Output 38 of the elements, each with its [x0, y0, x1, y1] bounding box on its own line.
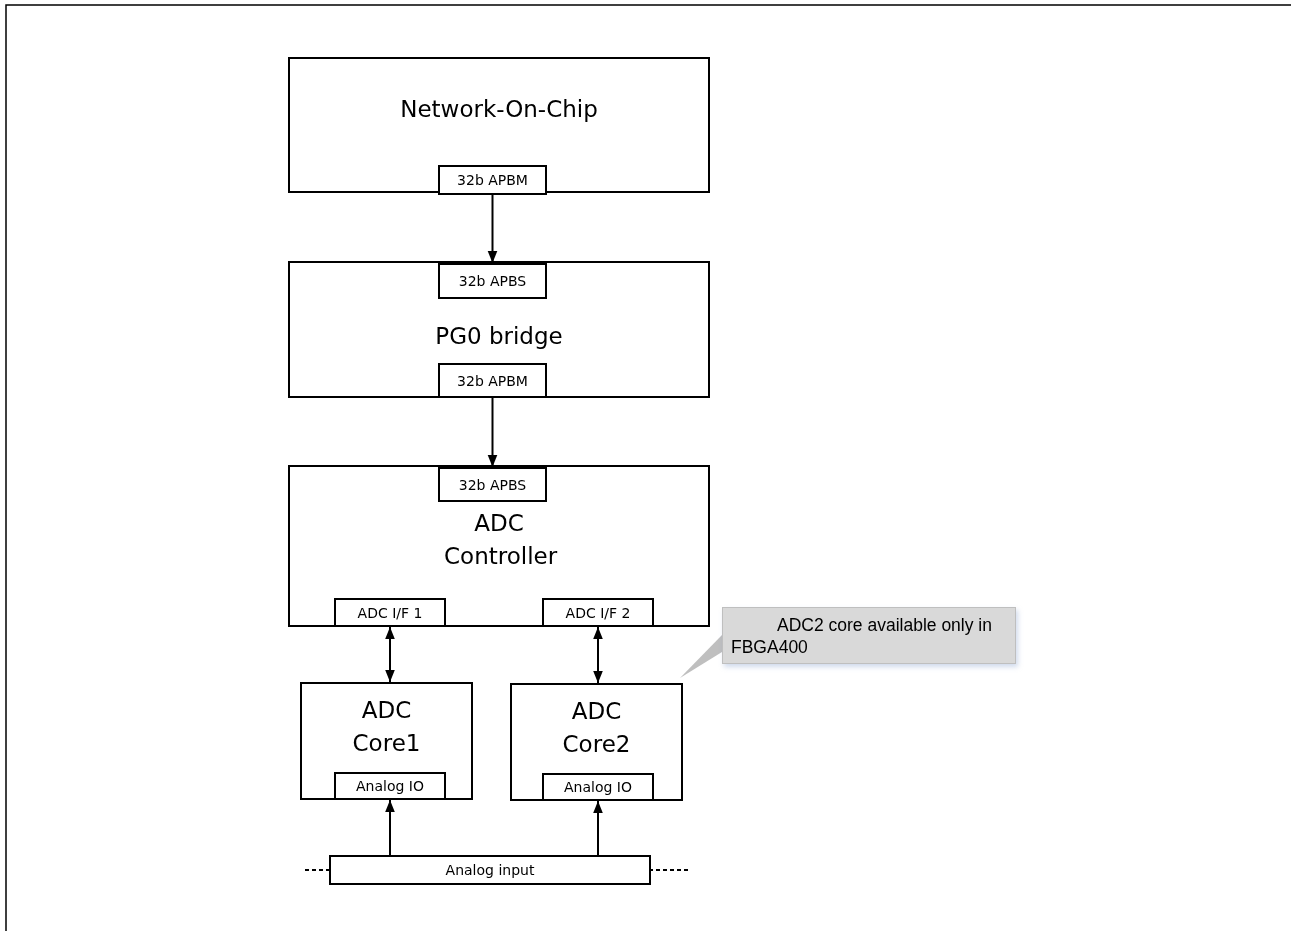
block-label: ADC I/F 2	[565, 604, 631, 621]
block-label: PG0 bridge	[434, 322, 564, 351]
block-label: 32b APBS	[458, 273, 527, 289]
arrow	[487, 397, 498, 468]
block-label: Network-On-Chip	[399, 95, 599, 124]
port-box	[438, 165, 547, 195]
block-label: Analog IO	[356, 778, 424, 794]
block-box	[288, 57, 710, 193]
block-box	[288, 465, 710, 627]
block-label: Analog IO	[564, 779, 632, 795]
block-label: 32b APBM	[457, 372, 528, 389]
block-label: ADC I/F 1	[357, 604, 423, 621]
dashed-line	[304, 869, 330, 871]
port-box	[438, 467, 547, 502]
port-box	[542, 773, 654, 801]
port-box	[329, 855, 651, 885]
block-label: Analog input	[445, 862, 535, 878]
block-box	[288, 261, 710, 398]
block-label: 32b APBS	[458, 476, 527, 493]
port-box	[542, 598, 654, 627]
arrow	[593, 626, 603, 684]
port-box	[334, 598, 446, 627]
block-label: 32b APBM	[457, 172, 528, 188]
block-label: ADC Core2	[561, 697, 632, 759]
port-box	[438, 263, 547, 299]
block-box	[300, 682, 473, 800]
block-label: ADC Core1	[351, 696, 422, 758]
arrow	[593, 800, 603, 856]
port-box	[334, 772, 446, 800]
dashed-line	[650, 869, 689, 871]
arrow	[487, 194, 498, 264]
arrow	[385, 626, 395, 683]
callout-note	[722, 607, 1016, 664]
block-label: ADC2 core available only in FBGA400	[731, 613, 993, 658]
arrow	[385, 799, 395, 856]
callout-tail	[680, 635, 722, 678]
port-box	[438, 363, 547, 398]
block-box	[510, 683, 683, 801]
